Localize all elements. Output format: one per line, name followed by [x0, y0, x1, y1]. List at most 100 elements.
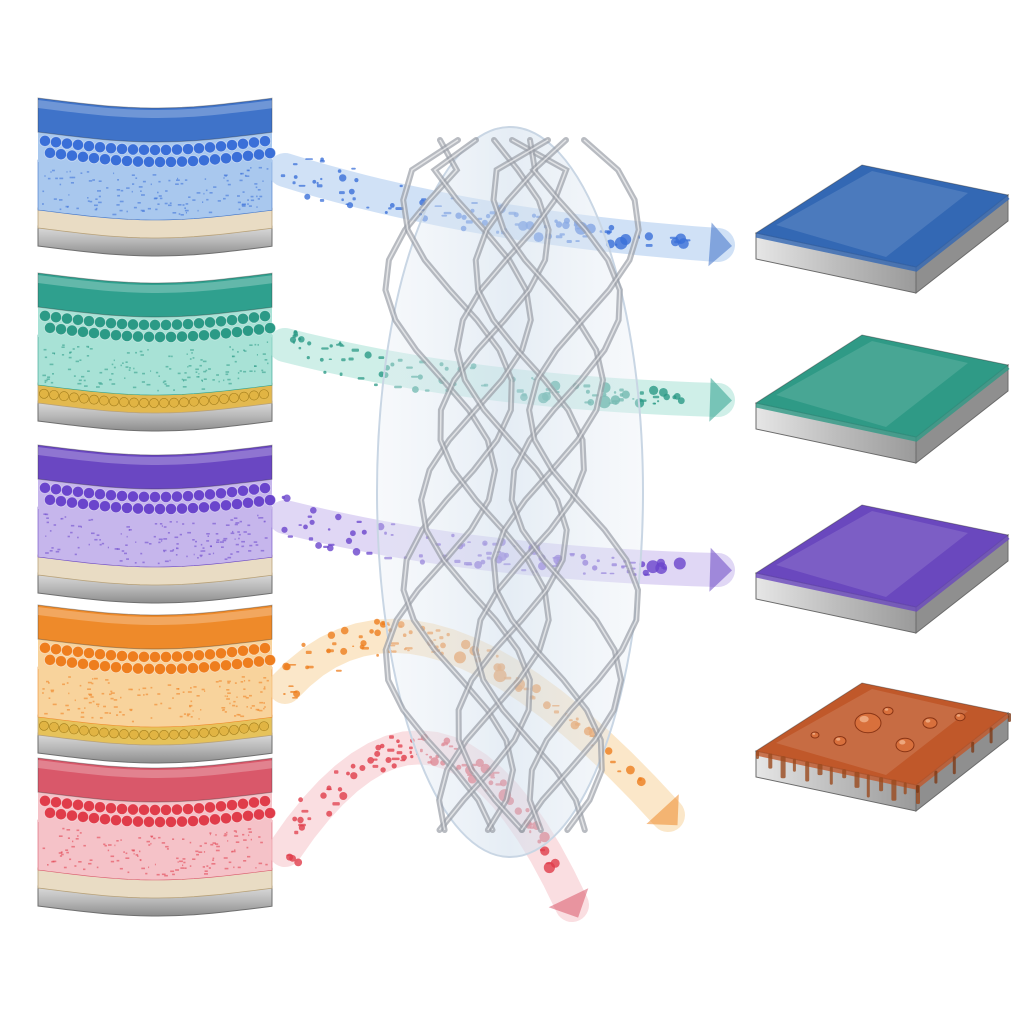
speckle [45, 513, 49, 516]
speckle [236, 551, 240, 553]
coating-stack-orange [37, 604, 276, 764]
speckle [140, 190, 142, 192]
speckle [188, 196, 191, 198]
bead [263, 654, 276, 667]
bead [203, 316, 216, 329]
speckle [46, 521, 49, 524]
speckle [87, 197, 89, 199]
panel-sheen [776, 341, 968, 427]
bead [137, 803, 150, 816]
particle [410, 755, 414, 759]
speckle [139, 850, 141, 853]
primer-bead [219, 394, 229, 404]
speckle [175, 554, 178, 556]
bead [219, 152, 232, 165]
speckle [96, 836, 101, 839]
speckle [61, 853, 64, 856]
speckle [245, 697, 249, 699]
bead [153, 155, 166, 168]
blister-highlight [884, 708, 889, 711]
bead [153, 815, 166, 828]
speckle [244, 350, 247, 352]
rust-drip [891, 779, 897, 801]
bead [50, 136, 63, 149]
speckle [107, 546, 109, 549]
bead [94, 141, 107, 154]
speckle [154, 703, 158, 706]
particle [310, 507, 317, 514]
speckle [167, 532, 170, 534]
speckle [250, 167, 252, 169]
speckle [81, 375, 85, 378]
speckle [190, 700, 193, 703]
speckle [260, 691, 263, 693]
particle [326, 648, 331, 654]
speckle [206, 865, 209, 867]
speckle [153, 197, 157, 200]
particle [292, 181, 296, 185]
speckle [93, 677, 98, 680]
particle [385, 757, 392, 763]
bead [214, 647, 227, 660]
speckle [238, 208, 241, 211]
blister-highlight [956, 714, 961, 717]
speckle [169, 202, 172, 204]
particle [645, 244, 653, 247]
speckle [151, 836, 153, 838]
bead [241, 149, 254, 162]
speckle [160, 702, 163, 705]
speckle [238, 537, 240, 540]
particle [673, 557, 686, 570]
particle [326, 785, 332, 791]
speckle [192, 539, 195, 541]
bead [88, 499, 101, 512]
particle [320, 157, 324, 162]
speckle [158, 180, 161, 183]
speckle [212, 522, 216, 525]
speckle [172, 549, 175, 551]
particle [643, 573, 650, 576]
speckle [226, 831, 228, 834]
bead [236, 797, 249, 810]
speckle [233, 700, 236, 703]
speckle [227, 183, 231, 186]
speckle [200, 709, 202, 711]
speckle [198, 373, 200, 375]
bead [121, 814, 134, 827]
speckle [177, 861, 179, 863]
bead [110, 661, 123, 674]
bead [99, 813, 112, 826]
speckle [126, 558, 129, 560]
speckle [215, 834, 217, 836]
speckle [86, 355, 90, 357]
top-coat [37, 757, 273, 803]
blister-highlight [812, 732, 816, 735]
bead [55, 148, 68, 161]
particle [305, 158, 313, 160]
speckle [232, 530, 234, 533]
speckle [44, 712, 48, 715]
rust-blister [833, 736, 847, 746]
speckle [119, 209, 123, 212]
speckle [234, 360, 237, 363]
speckle [68, 692, 70, 695]
speckle [84, 707, 86, 709]
speckle [161, 525, 163, 527]
speckle [117, 194, 120, 197]
speckle [144, 541, 149, 544]
particle [326, 810, 333, 817]
speckle [135, 177, 138, 179]
speckle [186, 714, 190, 717]
speckle [104, 844, 107, 847]
speckle [204, 690, 206, 692]
speckle [181, 378, 184, 381]
particle [367, 757, 375, 764]
particle [292, 340, 296, 344]
speckle [120, 839, 122, 841]
rust-drip [903, 782, 907, 795]
speckle [212, 379, 215, 381]
speckle [158, 836, 161, 839]
speckle [199, 845, 202, 847]
speckle [225, 524, 230, 526]
particle [316, 181, 319, 185]
